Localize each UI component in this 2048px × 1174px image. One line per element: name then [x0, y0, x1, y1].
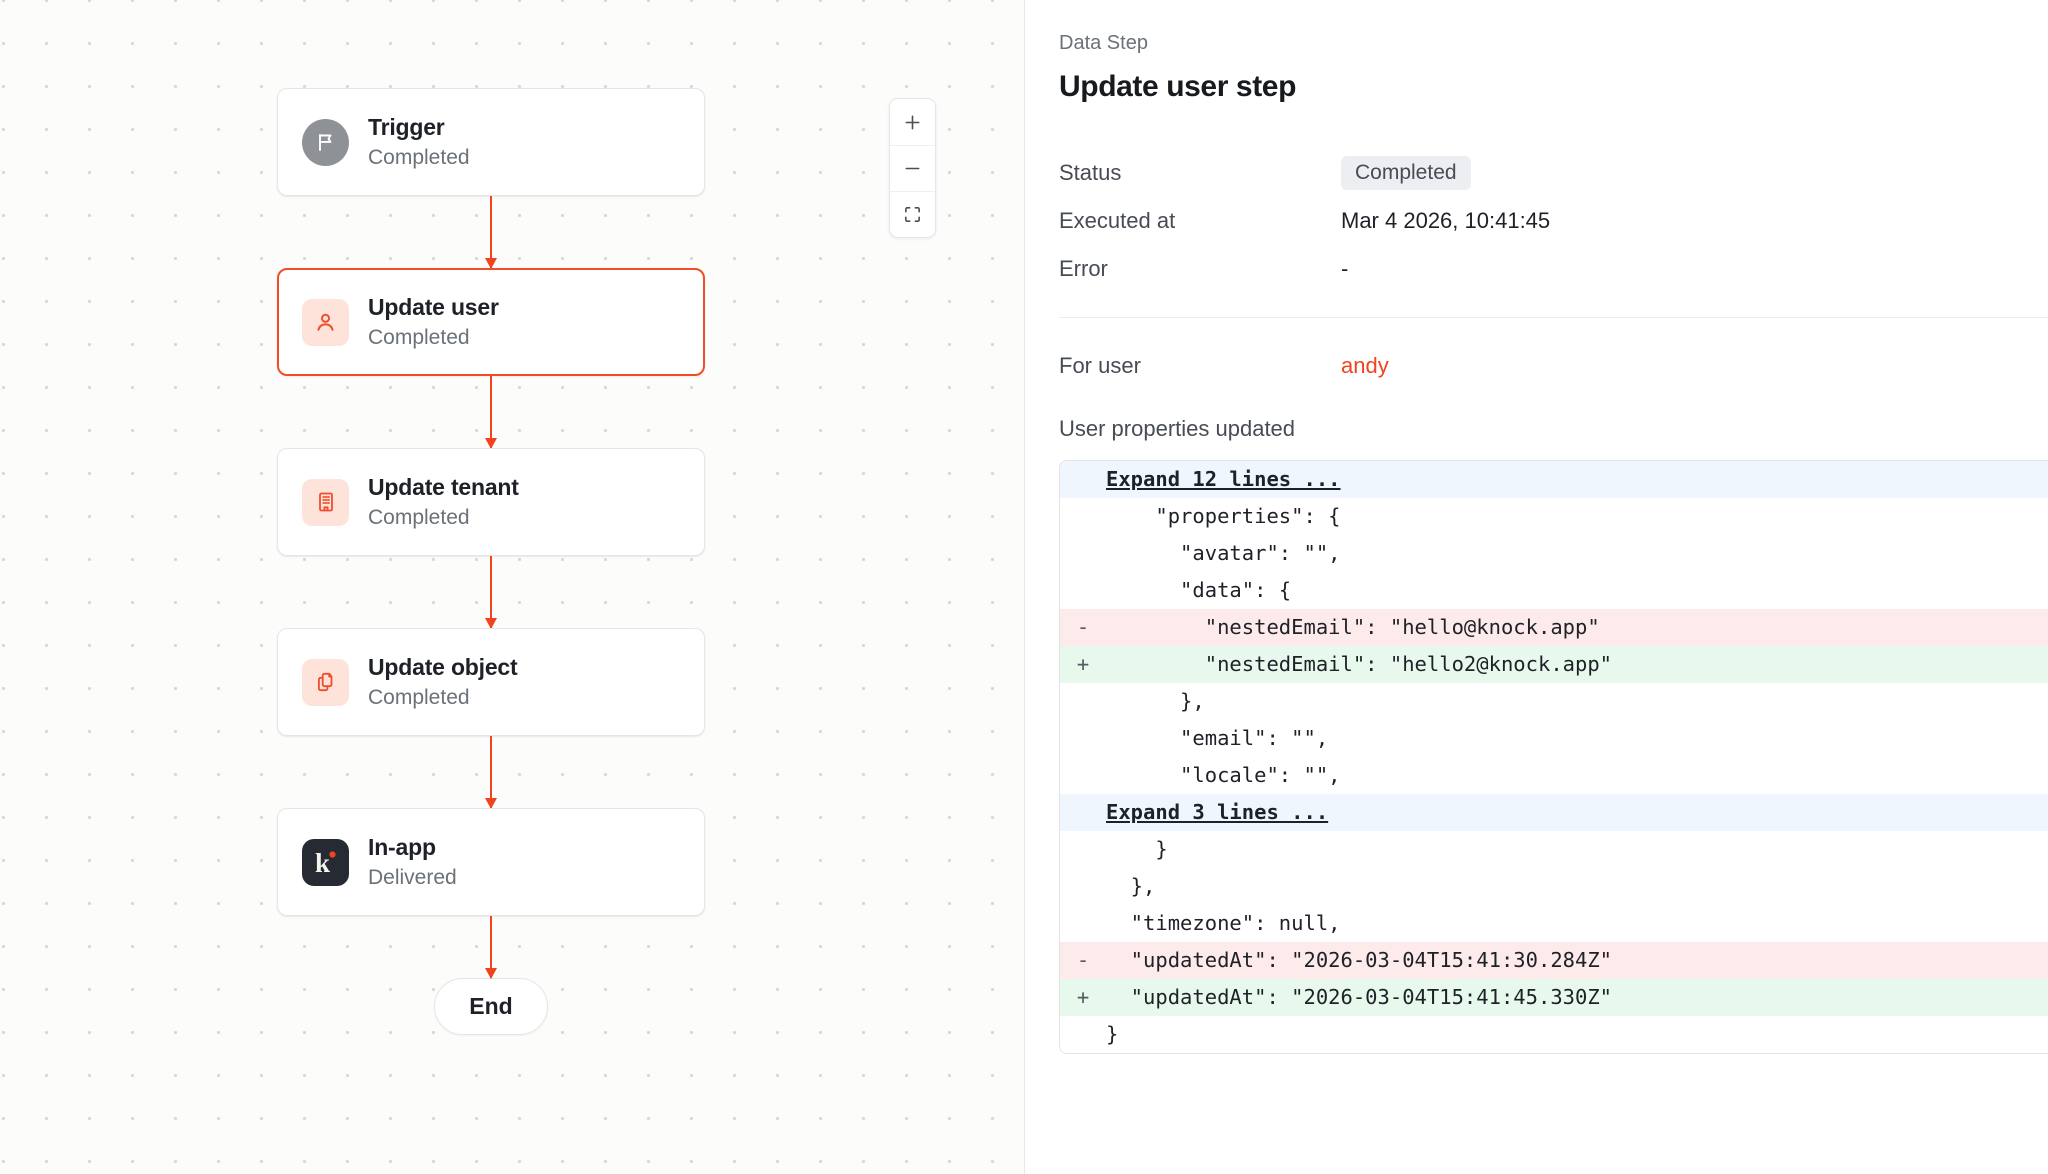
connector-arrow [277, 376, 705, 449]
fit-to-screen-button[interactable] [890, 191, 935, 237]
diff-marker: + [1076, 652, 1090, 676]
meta-label: Status [1059, 160, 1122, 185]
end-node[interactable]: End [434, 978, 548, 1035]
user-properties-updated-label: User properties updated [1059, 416, 1296, 441]
node-status: Completed [368, 326, 470, 350]
diff-line-text: } [1106, 1022, 1119, 1046]
diff-line-text: "properties": { [1106, 504, 1341, 528]
workflow-node-update-tenant[interactable]: Update tenant Completed [277, 448, 705, 556]
canvas-zoom-controls[interactable] [889, 98, 936, 238]
diff-line: } [1060, 1016, 2048, 1053]
diff-line: - "nestedEmail": "hello@knock.app" [1060, 609, 2048, 646]
meta-label: Error [1059, 256, 1108, 281]
node-text: Trigger Completed [368, 114, 470, 171]
page-title: Update user step [1059, 70, 1296, 103]
building-icon [302, 478, 349, 526]
workflow-node-list: Trigger Completed Update user Completed [277, 88, 705, 1035]
connector-arrow [277, 196, 705, 269]
meta-value: - [1341, 256, 1349, 281]
diff-line: } [1060, 831, 2048, 868]
node-status: Completed [368, 506, 470, 530]
diff-line-text: "avatar": "", [1106, 541, 1341, 565]
knock-logo-icon: k [302, 838, 349, 886]
diff-line-text: "updatedAt": "2026-03-04T15:41:45.330Z" [1106, 985, 1613, 1009]
status-badge: Completed [1341, 156, 1471, 190]
node-title: Update user [368, 293, 499, 320]
meta-row-executed-at: Executed at Mar 4 2026, 10:41:45 [1059, 197, 2048, 245]
diff-expand-row[interactable]: Expand 3 lines ... [1060, 794, 2048, 831]
diff-line: "email": "", [1060, 720, 2048, 757]
zoom-in-button[interactable] [890, 99, 935, 145]
node-text: Update object Completed [368, 653, 518, 711]
connector-arrow [277, 556, 705, 629]
diff-line: + "nestedEmail": "hello2@knock.app" [1060, 646, 2048, 683]
diff-line-text: }, [1106, 874, 1156, 898]
panel-divider [1059, 317, 2048, 318]
diff-line-text: "email": "", [1106, 726, 1329, 750]
meta-row-status: Status Completed [1059, 149, 2048, 197]
workflow-canvas[interactable]: Trigger Completed Update user Completed [0, 0, 1025, 1174]
user-properties-diff-viewer[interactable]: Expand 12 lines ... "properties": { "ava… [1059, 460, 2048, 1054]
workflow-node-update-object[interactable]: Update object Completed [277, 628, 705, 736]
step-meta-list: Status Completed Executed at Mar 4 2026,… [1059, 149, 2048, 293]
minus-icon [905, 167, 920, 170]
node-status: Completed [368, 686, 470, 710]
node-title: In-app [368, 833, 436, 860]
diff-line: "properties": { [1060, 498, 2048, 535]
diff-line: }, [1060, 683, 2048, 720]
diff-lines: Expand 12 lines ... "properties": { "ava… [1060, 461, 2048, 1053]
svg-text:k: k [315, 848, 330, 878]
node-text: Update user Completed [368, 294, 499, 351]
workflow-node-update-user[interactable]: Update user Completed [277, 268, 705, 376]
meta-row-error: Error - [1059, 245, 2048, 293]
diff-line: + "updatedAt": "2026-03-04T15:41:45.330Z… [1060, 979, 2048, 1016]
workflow-node-trigger[interactable]: Trigger Completed [277, 88, 705, 196]
diff-line: "locale": "", [1060, 757, 2048, 794]
diff-line: "data": { [1060, 572, 2048, 609]
flag-icon [302, 118, 349, 166]
connector-arrow [277, 916, 705, 979]
diff-line: }, [1060, 868, 2048, 905]
meta-row-for-user: For user andy [1059, 342, 2048, 390]
node-text: In-app Delivered [368, 834, 457, 891]
diff-line-text: Expand 3 lines ... [1106, 800, 1329, 824]
diff-expand-row[interactable]: Expand 12 lines ... [1060, 461, 2048, 498]
for-user-link[interactable]: andy [1341, 353, 1389, 378]
node-status: Delivered [368, 866, 457, 890]
diff-line: - "updatedAt": "2026-03-04T15:41:30.284Z… [1060, 942, 2048, 979]
diff-line: "timezone": null, [1060, 905, 2048, 942]
for-user-label: For user [1059, 353, 1141, 378]
step-details-panel: Data Step Update user step Status Comple… [1025, 0, 2048, 1174]
diff-line-text: "locale": "", [1106, 763, 1341, 787]
node-status: Completed [368, 146, 470, 170]
connector-arrow [277, 736, 705, 809]
diff-marker: + [1076, 985, 1090, 1009]
diff-line-text: } [1106, 837, 1168, 861]
zoom-out-button[interactable] [890, 145, 935, 191]
meta-label: Executed at [1059, 208, 1176, 233]
diff-line-text: "nestedEmail": "hello2@knock.app" [1106, 652, 1613, 676]
diff-line-text: Expand 12 lines ... [1106, 467, 1341, 491]
diff-line-text: "timezone": null, [1106, 911, 1341, 935]
diff-marker: - [1076, 948, 1090, 972]
panel-eyebrow: Data Step [1059, 32, 1148, 54]
diff-line-text: "nestedEmail": "hello@knock.app" [1106, 615, 1600, 639]
node-text: Update tenant Completed [368, 474, 519, 531]
fit-screen-icon [905, 207, 920, 222]
diff-line-text: "updatedAt": "2026-03-04T15:41:30.284Z" [1106, 948, 1613, 972]
plus-icon [905, 115, 920, 129]
workflow-node-in-app[interactable]: k In-app Delivered [277, 808, 705, 916]
meta-value: Mar 4 2026, 10:41:45 [1341, 208, 1551, 233]
node-title: Update object [368, 653, 518, 680]
copy-icon [302, 658, 349, 706]
diff-line: "avatar": "", [1060, 535, 2048, 572]
node-title: Trigger [368, 113, 445, 140]
diff-line-text: }, [1106, 689, 1205, 713]
end-node-wrapper: End [277, 978, 705, 1035]
diff-line-text: "data": { [1106, 578, 1292, 602]
user-icon [302, 298, 349, 346]
diff-marker: - [1076, 615, 1090, 639]
node-title: Update tenant [368, 473, 519, 500]
